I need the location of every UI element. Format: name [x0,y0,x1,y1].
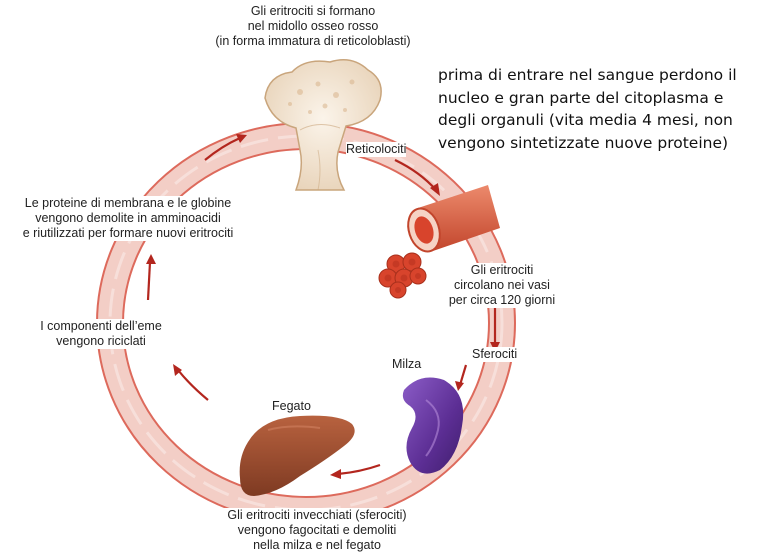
arrow-lower-left [178,370,208,400]
label-heme-recycling: I componenti dell’eme vengono riciclati [28,319,174,349]
label-sferociti: Sferociti [472,347,517,362]
label-circulation: Gli eritrociti circolano nei vasi per ci… [436,263,568,308]
label-milza: Milza [392,357,421,371]
red-blood-cells-icon [379,253,426,298]
liver-icon [240,416,355,496]
label-protein-recycling: Le proteine di membrana e le globine ven… [6,196,250,241]
arrow-bottom [338,465,380,474]
label-formation: Gli eritrociti si formano nel midollo os… [205,4,421,49]
label-destruction: Gli eritrociti invecchiati (sferociti) v… [210,508,424,553]
arrow-left-side [148,262,150,300]
arrow-sferociti [460,365,466,385]
label-fegato: Fegato [272,399,311,413]
label-reticolociti: Reticolociti [346,142,406,157]
maturation-note: prima di entrare nel sangue perdono il n… [438,64,737,154]
